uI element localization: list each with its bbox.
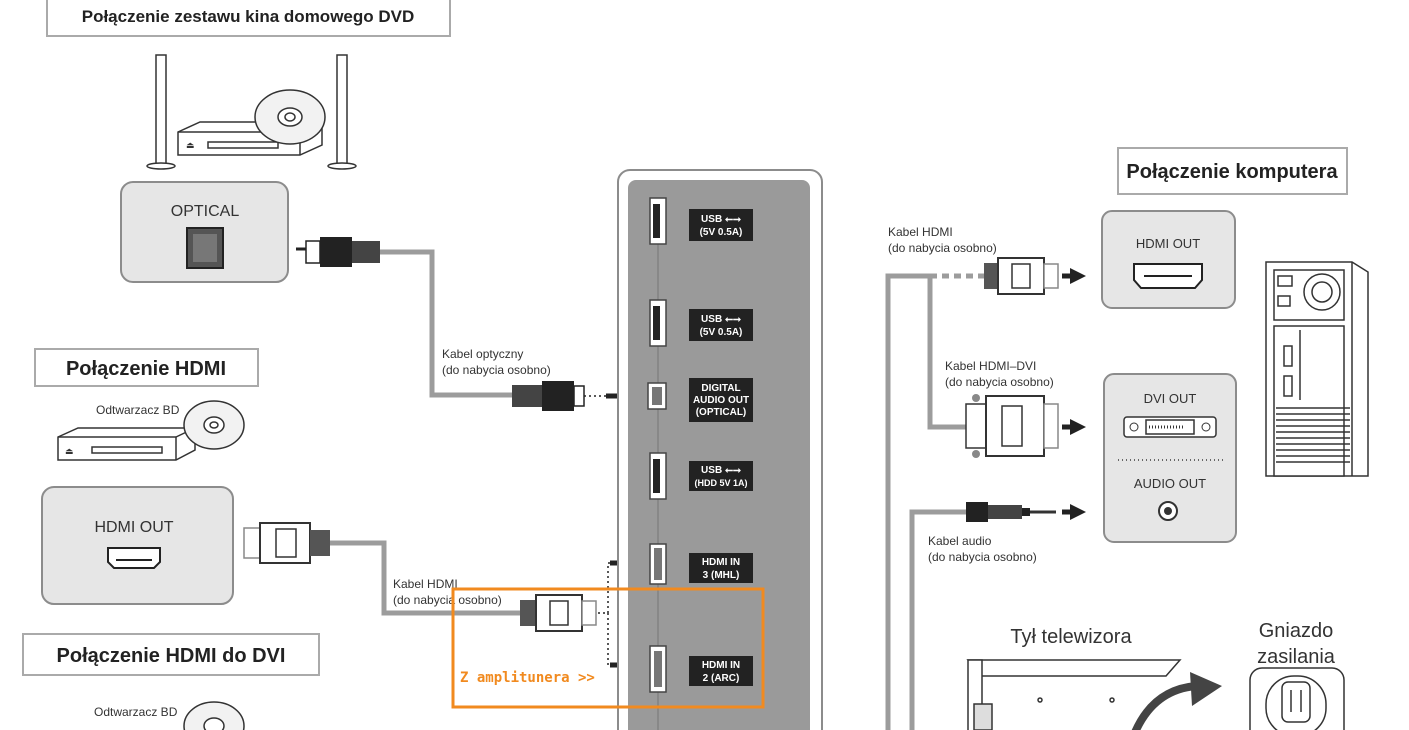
svg-text:2 (ARC): 2 (ARC): [703, 673, 740, 684]
power-cord-arrow: [1131, 672, 1222, 730]
svg-text:(do nabycia osobno): (do nabycia osobno): [888, 241, 997, 255]
port-digital-audio-out: DIGITAL AUDIO OUT (OPTICAL): [647, 378, 753, 422]
pc-dvi-audio-box: DVI OUT AUDIO OUT: [1103, 373, 1237, 543]
port-usb-2: USB ⭠⭢ (5V 0.5A): [649, 299, 753, 347]
power-socket: [1249, 667, 1345, 730]
port-hdmi-in-3: HDMI IN 3 (MHL): [649, 543, 753, 585]
hdmi-section-title: Połączenie HDMI: [34, 348, 259, 387]
svg-text:Gniazdo: Gniazdo: [1259, 620, 1334, 642]
svg-text:Kabel HDMI–DVI: Kabel HDMI–DVI: [945, 359, 1036, 373]
svg-text:(HDD 5V 1A): (HDD 5V 1A): [694, 478, 747, 488]
svg-text:USB ⭠⭢: USB ⭠⭢: [701, 465, 741, 476]
pc-audio-cable: [966, 502, 1086, 522]
hdmi-cable-left-label: Kabel HDMI (do nabycia osobno): [393, 577, 502, 607]
optical-device-box: OPTICAL: [120, 181, 289, 283]
svg-text:Z amplitunera >>: Z amplitunera >>: [460, 670, 595, 686]
port-hdmi-in-2: HDMI IN 2 (ARC): [649, 645, 753, 693]
svg-text:3 (MHL): 3 (MHL): [703, 570, 740, 581]
svg-text:(5V 0.5A): (5V 0.5A): [700, 227, 743, 238]
pc-hdmi-cable-label: Kabel HDMI (do nabycia osobno): [888, 225, 997, 255]
svg-text:⏏: ⏏: [186, 140, 195, 150]
tv-back-label: Tył telewizora: [1010, 626, 1132, 648]
svg-text:Połączenie komputera: Połączenie komputera: [1126, 161, 1338, 183]
svg-text:Połączenie zestawu kina domowe: Połączenie zestawu kina domowego DVD: [82, 7, 415, 26]
svg-text:OPTICAL: OPTICAL: [171, 203, 240, 220]
pc-audio-cable-label: Kabel audio (do nabycia osobno): [928, 534, 1037, 564]
svg-text:Połączenie HDMI: Połączenie HDMI: [66, 358, 226, 380]
bd-player-2-label: Odtwarzacz BD: [94, 705, 178, 719]
pc-cable-trunks: [885, 273, 968, 730]
svg-text:DVI OUT: DVI OUT: [1144, 391, 1197, 406]
svg-text:AUDIO OUT: AUDIO OUT: [1134, 476, 1206, 491]
tv-back-illustration: [966, 659, 1182, 730]
power-socket-label: Gniazdo zasilania: [1257, 620, 1336, 668]
svg-text:Kabel HDMI: Kabel HDMI: [888, 225, 953, 239]
svg-text:HDMI OUT: HDMI OUT: [94, 519, 173, 536]
svg-text:HDMI IN: HDMI IN: [702, 557, 740, 568]
home-theatre-illustration: ⏏: [146, 54, 357, 170]
amplifier-highlight: Z amplitunera >>: [451, 587, 765, 709]
svg-text:(do nabycia osobno): (do nabycia osobno): [393, 593, 502, 607]
optical-cable-label: Kabel optyczny (do nabycia osobno): [442, 347, 551, 377]
pc-hdmi-cable: [930, 257, 1086, 295]
pc-section-title: Połączenie komputera: [1117, 147, 1348, 195]
svg-text:zasilania: zasilania: [1257, 646, 1336, 668]
svg-text:AUDIO OUT: AUDIO OUT: [693, 395, 749, 406]
svg-text:Kabel audio: Kabel audio: [928, 534, 992, 548]
svg-text:Połączenie HDMI do DVI: Połączenie HDMI do DVI: [57, 645, 286, 667]
svg-text:(OPTICAL): (OPTICAL): [696, 407, 747, 418]
dvd-section-title: Połączenie zestawu kina domowego DVD: [46, 0, 451, 37]
svg-text:HDMI IN: HDMI IN: [702, 660, 740, 671]
hdmi-out-box-left: HDMI OUT: [41, 486, 234, 605]
svg-text:(do nabycia osobno): (do nabycia osobno): [928, 550, 1037, 564]
svg-text:⏏: ⏏: [65, 446, 74, 456]
svg-text:Kabel HDMI: Kabel HDMI: [393, 577, 458, 591]
svg-text:USB ⭠⭢: USB ⭠⭢: [701, 314, 741, 325]
svg-text:(do nabycia osobno): (do nabycia osobno): [442, 363, 551, 377]
svg-text:Kabel optyczny: Kabel optyczny: [442, 347, 523, 361]
svg-text:DIGITAL: DIGITAL: [701, 383, 740, 394]
svg-text:HDMI OUT: HDMI OUT: [1136, 236, 1200, 251]
pc-tower: [1265, 261, 1369, 477]
port-usb-3: USB ⭠⭢ (HDD 5V 1A): [649, 452, 753, 500]
pc-dvi-cable-label: Kabel HDMI–DVI (do nabycia osobno): [945, 359, 1054, 389]
bd-player-2: [183, 701, 245, 730]
bd-player-1: ⏏: [57, 400, 245, 461]
pc-dvi-cable: [965, 394, 1086, 458]
hdmi-dvi-section-title: Połączenie HDMI do DVI: [22, 633, 320, 676]
bd-player-1-label: Odtwarzacz BD: [96, 403, 180, 417]
svg-text:USB ⭠⭢: USB ⭠⭢: [701, 214, 741, 225]
svg-text:(5V 0.5A): (5V 0.5A): [700, 327, 743, 338]
pc-hdmi-out-box: HDMI OUT: [1101, 210, 1236, 309]
port-usb-1: USB ⭠⭢ (5V 0.5A): [649, 197, 753, 245]
tv-port-panel: [617, 169, 823, 730]
svg-text:(do nabycia osobno): (do nabycia osobno): [945, 375, 1054, 389]
optical-cable: [296, 237, 640, 411]
